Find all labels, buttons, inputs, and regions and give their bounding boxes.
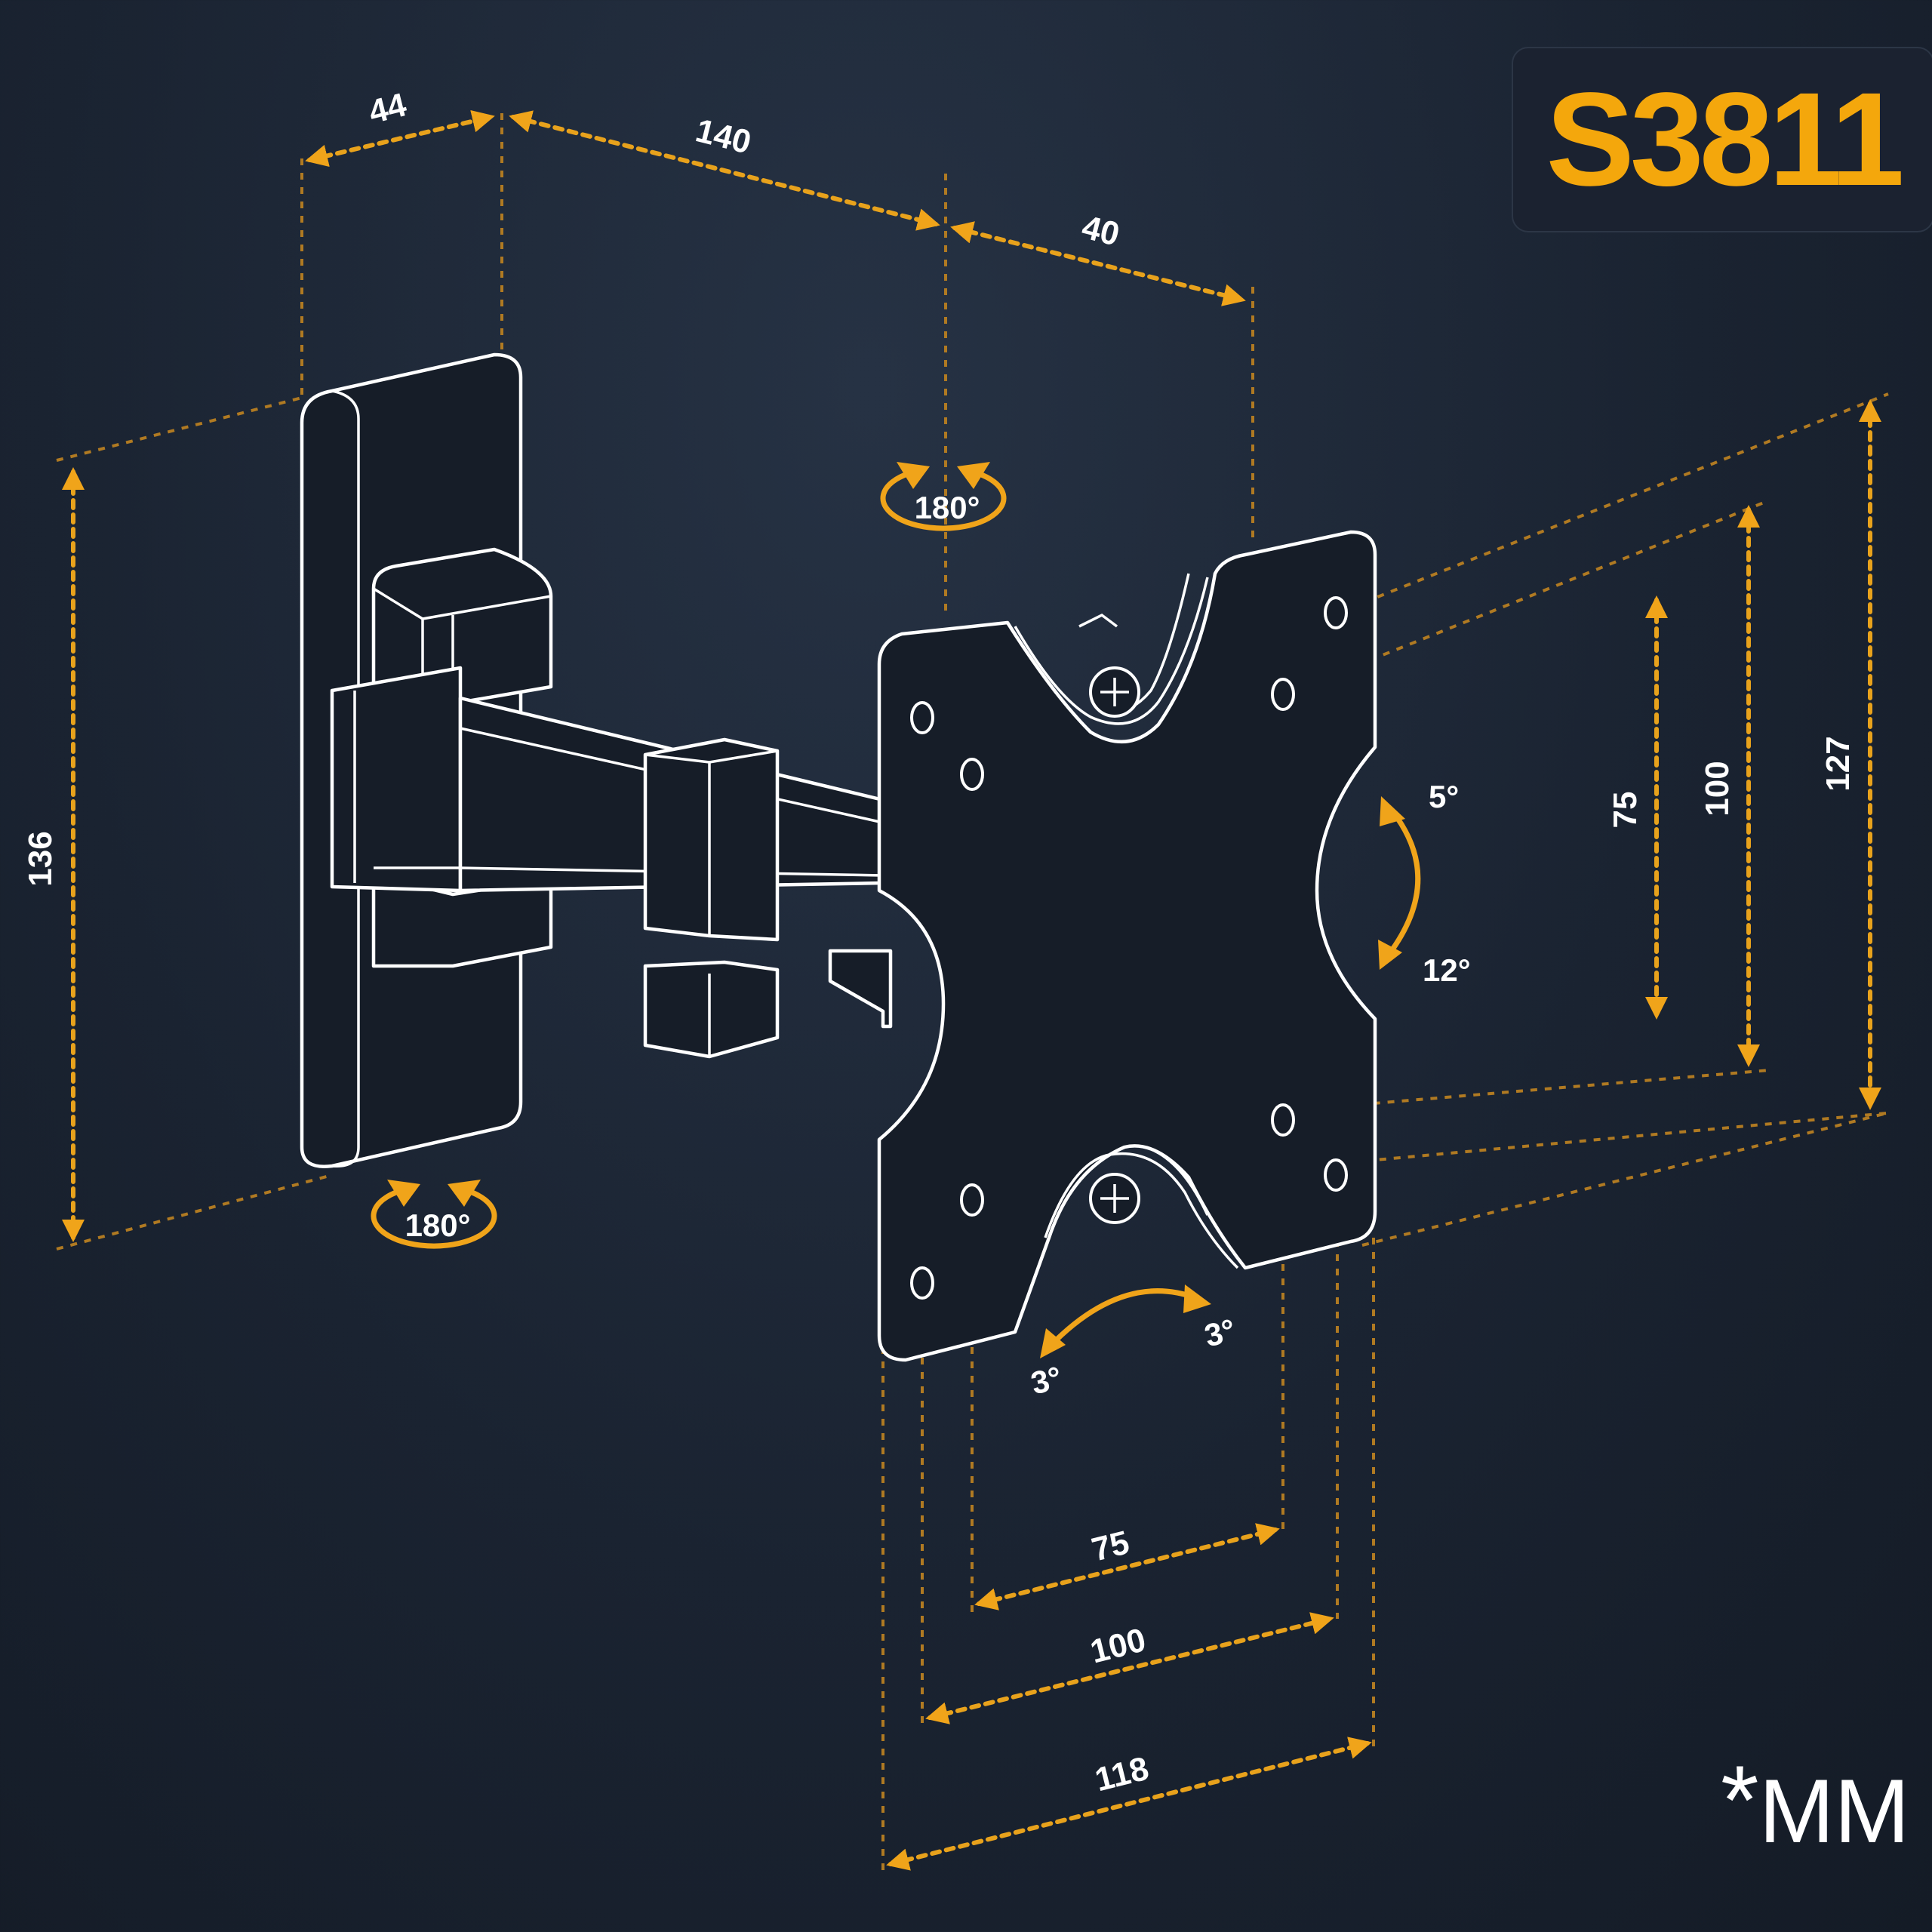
dim-label-100-vertical: 100 (1699, 761, 1736, 816)
dim-label-118: 118 (1091, 1750, 1152, 1799)
rotate-arc-icon (1051, 1288, 1198, 1346)
dim-label-100-horizontal: 100 (1087, 1621, 1149, 1670)
extension-lines (56, 113, 1889, 1872)
dim-label-136: 136 (22, 831, 59, 886)
dim-label-40: 40 (1078, 208, 1123, 253)
tilt-indicator: 5° 12° (1378, 779, 1471, 988)
tilt-arc-icon (1386, 809, 1421, 957)
rotate-indicator: 3° 3° (1027, 1284, 1239, 1401)
dim-label-140: 140 (692, 112, 755, 161)
svg-text:3°: 3° (1027, 1359, 1065, 1401)
swivel-top-indicator: 180° (880, 462, 1007, 531)
dim-label-75-vertical: 75 (1607, 792, 1644, 829)
dim-label-44: 44 (365, 86, 411, 131)
wall-mount-illustration (300, 352, 1377, 1362)
unit-star: * (1721, 1745, 1759, 1855)
svg-text:5°: 5° (1429, 779, 1459, 814)
dim-label-127: 127 (1820, 736, 1857, 791)
model-number: S3811 (1546, 66, 1904, 214)
swivel-arc-icon (880, 470, 1007, 531)
svg-text:180°: 180° (915, 490, 980, 525)
unit-text: MM (1758, 1761, 1910, 1862)
dimension-lines (62, 109, 1881, 1871)
svg-text:3°: 3° (1201, 1312, 1238, 1353)
vesa-holes (910, 596, 1348, 1300)
svg-text:180°: 180° (405, 1208, 471, 1243)
model-badge: S3811 (1512, 47, 1932, 232)
screw-top-icon (1089, 666, 1140, 718)
swivel-bottom-indicator: 180° (371, 1180, 497, 1249)
unit-label: *MM (1721, 1751, 1910, 1864)
swivel-arc-icon (371, 1188, 497, 1249)
svg-text:12°: 12° (1423, 952, 1471, 988)
screw-bottom-icon (1089, 1173, 1140, 1224)
dim-label-75-horizontal: 75 (1088, 1524, 1133, 1568)
